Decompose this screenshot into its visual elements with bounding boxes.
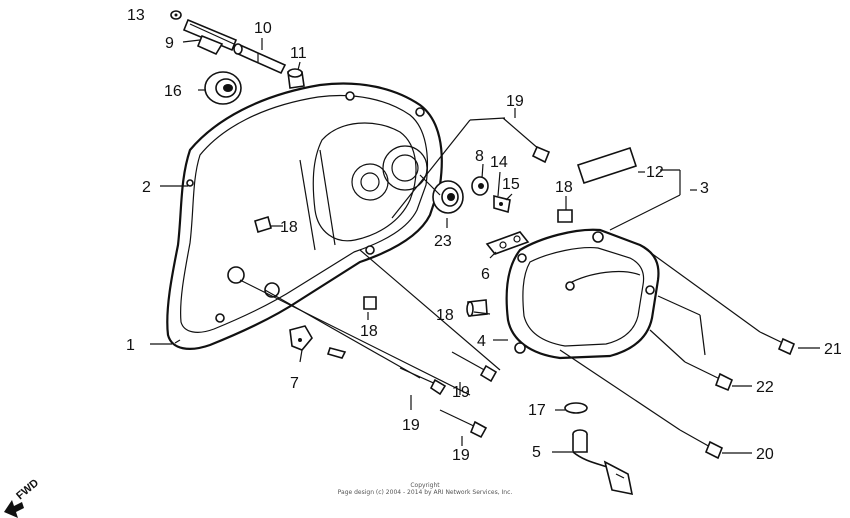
callout-18d: 18 [555, 179, 573, 196]
callout-23: 23 [434, 233, 452, 250]
crankcase-cover [166, 82, 443, 350]
callout-21: 21 [824, 341, 842, 358]
plate-6 [485, 231, 530, 255]
gear-8 [471, 176, 489, 196]
callout-18b: 18 [360, 323, 378, 340]
gasket-12 [576, 146, 638, 185]
callout-14: 14 [490, 154, 508, 171]
o-ring-17 [564, 402, 588, 414]
bolt-19b [439, 409, 488, 439]
callout-19d: 19 [452, 447, 470, 464]
spindle-9 [182, 18, 238, 56]
bolt-19d [502, 117, 551, 164]
bolt-20 [679, 429, 724, 460]
callout-numbers: 1 2 3 4 5 6 7 8 9 10 11 12 13 14 15 16 1… [126, 7, 842, 464]
callout-9: 9 [165, 35, 174, 52]
callout-22: 22 [756, 379, 774, 396]
callout-19b: 19 [452, 384, 470, 401]
dowel-pin-18c [466, 299, 488, 317]
callout-19a: 19 [506, 93, 524, 110]
copyright-line-1: Copyright [410, 482, 440, 489]
collar-11 [287, 68, 305, 89]
callout-1: 1 [126, 337, 135, 354]
callout-leaders [150, 38, 820, 454]
callout-17: 17 [528, 402, 546, 419]
bolt-21 [759, 331, 796, 356]
callout-13: 13 [127, 7, 145, 24]
callout-18a: 18 [280, 219, 298, 236]
bolt-22 [684, 361, 734, 392]
bracket-7 [289, 325, 347, 359]
washer-13 [170, 10, 182, 20]
callout-10: 10 [254, 20, 272, 37]
bearing-23 [432, 180, 464, 214]
bolt-19c [451, 351, 498, 383]
outer-cover [505, 228, 660, 360]
callout-4: 4 [477, 333, 486, 350]
callout-16: 16 [164, 83, 182, 100]
callout-15: 15 [502, 176, 520, 193]
copyright-line-2: Page design (c) 2004 - 2014 by ARI Netwo… [337, 489, 513, 496]
oil-seal-16 [204, 71, 242, 105]
callout-18c: 18 [436, 307, 454, 324]
shaft-10 [233, 43, 287, 75]
callout-5: 5 [532, 444, 541, 461]
callout-8: 8 [475, 148, 484, 165]
callout-2: 2 [142, 179, 151, 196]
dowel-pin-18a [254, 215, 272, 234]
callout-12: 12 [646, 164, 664, 181]
neutral-switch-5 [572, 429, 634, 496]
assembly-lines [239, 117, 761, 431]
callout-3: 3 [700, 180, 709, 197]
callout-7: 7 [290, 375, 299, 392]
dowel-pin-18d [557, 209, 573, 223]
callout-11: 11 [290, 45, 307, 62]
callout-20: 20 [756, 446, 774, 463]
callout-6: 6 [481, 266, 490, 283]
dowel-pin-18b [363, 296, 377, 310]
callout-19c: 19 [402, 417, 420, 434]
